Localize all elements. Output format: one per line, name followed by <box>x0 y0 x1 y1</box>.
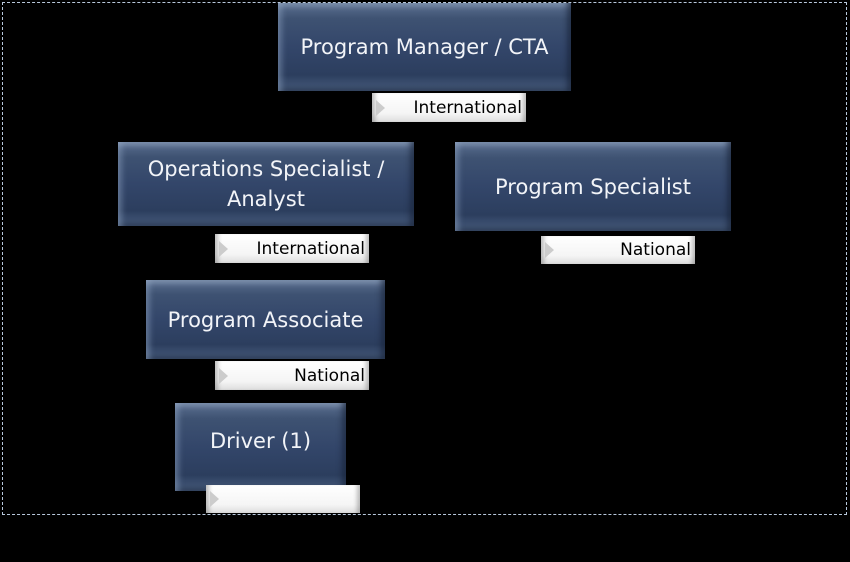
position-title: Program Manager / CTA <box>300 35 549 59</box>
position-program-specialist: Program Specialist <box>455 142 731 231</box>
arrow-icon <box>210 491 219 507</box>
arrow-icon <box>376 99 385 116</box>
position-type-tag: International <box>215 234 369 263</box>
position-program-manager: Program Manager / CTA <box>278 3 571 91</box>
diagram-frame <box>2 2 847 515</box>
position-driver: Driver (1) <box>175 403 346 491</box>
position-type-tag: National <box>541 236 695 264</box>
position-type: National <box>620 240 691 260</box>
position-type: National <box>294 365 365 386</box>
position-title: Program Specialist <box>495 174 691 199</box>
position-type-tag <box>206 485 360 513</box>
position-title: Operations Specialist / Analyst <box>147 157 385 211</box>
position-program-associate: Program Associate <box>146 280 385 359</box>
position-type-tag: National <box>215 361 369 390</box>
position-type-tag: International <box>372 93 526 122</box>
position-title: Driver (1) <box>209 429 312 453</box>
position-operations-specialist: Operations Specialist / Analyst <box>118 142 414 226</box>
position-type: International <box>413 97 523 118</box>
position-title: Program Associate <box>167 307 364 332</box>
arrow-icon <box>219 240 228 257</box>
position-type: International <box>256 238 366 259</box>
arrow-icon <box>219 367 228 384</box>
arrow-icon <box>545 242 554 258</box>
